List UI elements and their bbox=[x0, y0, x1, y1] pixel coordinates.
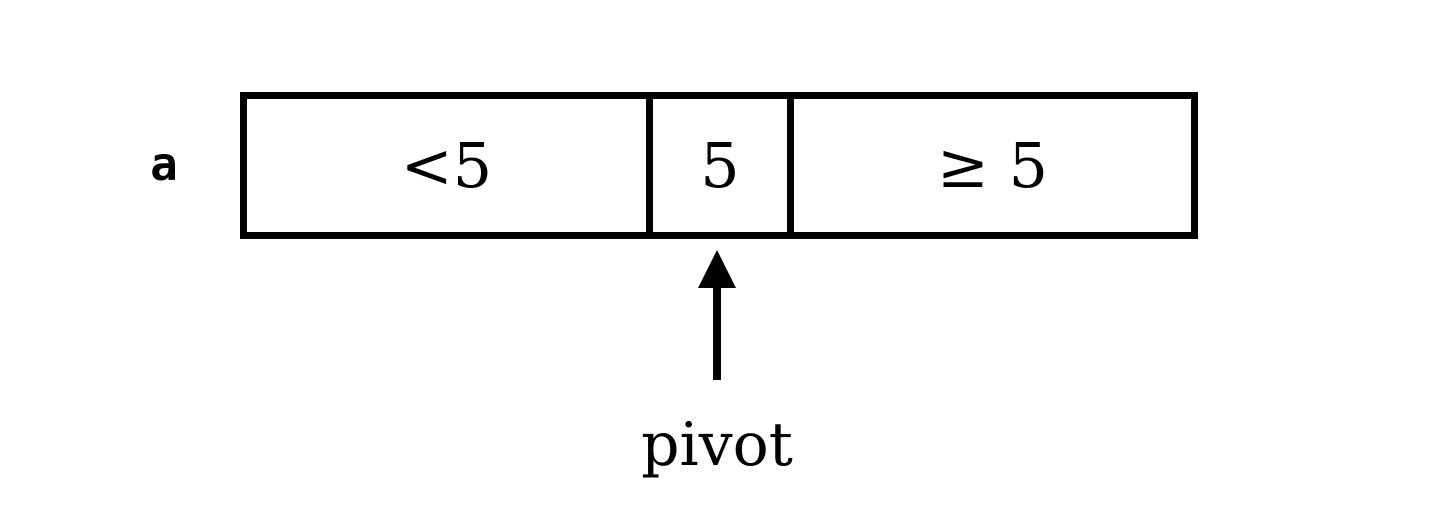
array-name-label: a bbox=[150, 137, 178, 191]
cell-greater-equal-pivot: ≥ 5 bbox=[936, 129, 1049, 202]
cell-pivot-value: 5 bbox=[653, 99, 794, 232]
array-box: <5 5 ≥ 5 bbox=[240, 92, 1198, 239]
cell-less-than-pivot: <5 bbox=[247, 99, 653, 232]
up-arrow-shaft bbox=[713, 280, 721, 380]
pivot-label: pivot bbox=[641, 410, 793, 480]
